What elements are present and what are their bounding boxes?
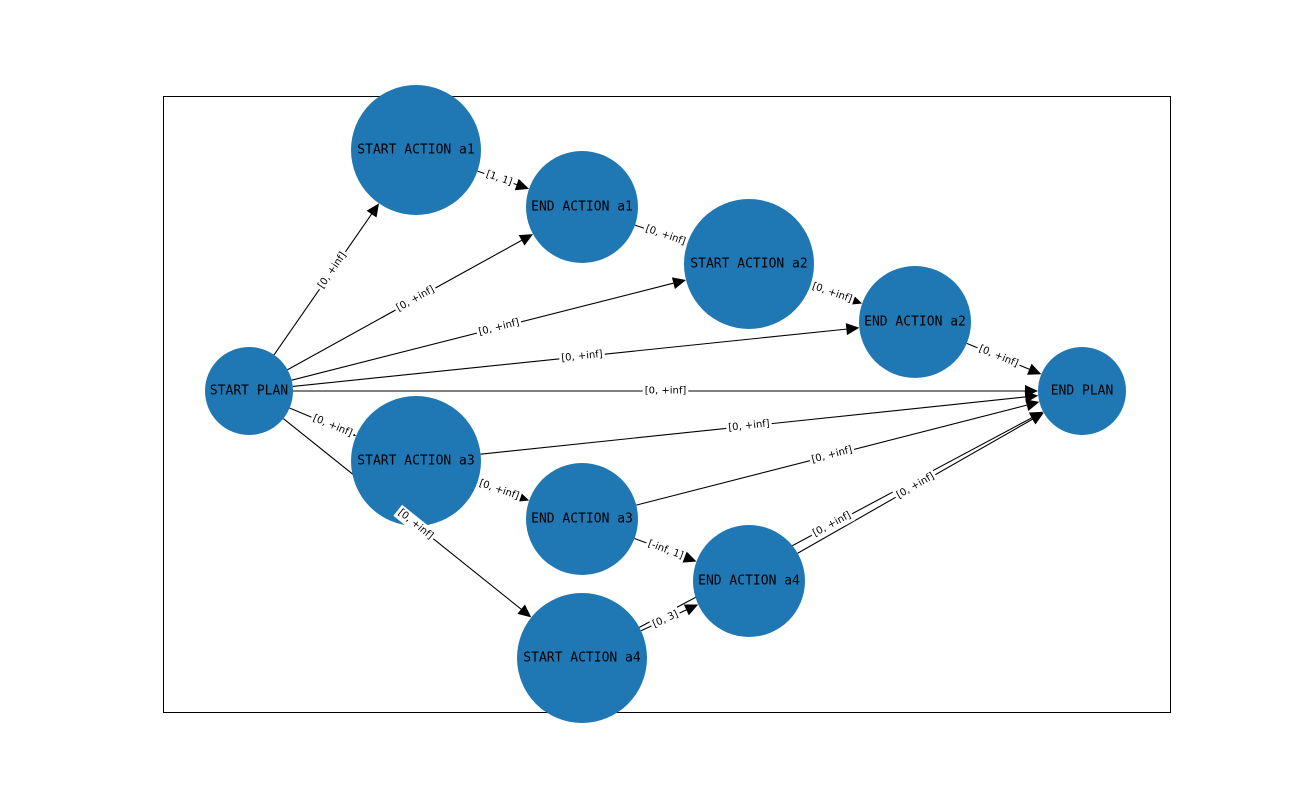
edge-label-text: [0, +inf] [478,317,521,338]
edge-label-bg [558,347,606,366]
node-label: END ACTION a4 [698,574,800,589]
edge-label-bg [392,281,439,317]
arrowhead [683,604,699,616]
edge-label: [-inf, 1] [643,536,688,564]
node-label: END ACTION a3 [531,512,633,527]
arrowhead [1025,399,1040,411]
node-label: END PLAN [1051,384,1114,399]
edge-label: [0, +inf] [642,384,689,398]
edge-label-bg [892,468,939,504]
node-label: START PLAN [210,384,288,399]
node-end_a3: END ACTION a3 [526,463,638,575]
edge-label-text: [0, +inf] [561,349,604,364]
edge-label-bg [393,504,438,545]
node-circle [351,85,481,215]
edge-label: [0, +inf] [475,475,523,505]
node-end_a2: END ACTION a2 [859,266,971,378]
arrowhead [682,551,697,563]
edge-label-bg [642,384,689,398]
node-label: START ACTION a2 [690,257,807,272]
edge-label-text: [0, +inf] [728,418,771,433]
arrowhead [1027,363,1042,375]
edge-label-bg [313,247,352,294]
node-start_a1: START ACTION a1 [351,85,481,215]
edge-label-bg [648,606,683,633]
node-label: START ACTION a3 [357,454,474,469]
edge-label-bg [725,416,773,436]
arrowhead [517,604,532,618]
edge-label-bg [808,507,856,542]
node-start_plan: START PLAN [205,347,293,435]
arrowhead [671,277,687,290]
arrowhead [366,203,379,218]
node-circle [693,525,805,637]
edge-label: [0, +inf] [558,347,606,366]
node-circle [205,347,293,435]
edge-label: [0, 3] [648,606,683,633]
nodes-layer: START PLAN START ACTION a1 END ACTION a1 ST… [205,85,1126,723]
edge-label: [1, 1] [482,166,516,191]
node-circle [684,199,814,329]
node-start_a2: START ACTION a2 [684,199,814,329]
node-end_plan: END PLAN [1038,347,1126,435]
node-circle [1038,347,1126,435]
node-circle [351,396,481,526]
edge-label: [0, +inf] [892,468,939,504]
edge-label-text: [0, +inf] [395,284,437,314]
node-circle [859,266,971,378]
edge-label-text: [-inf, 1] [646,538,684,561]
arrowhead [845,323,860,336]
edge-label-bg [643,536,688,564]
edge-label-text: [0, +inf] [645,386,687,397]
node-label: END ACTION a1 [531,200,633,215]
edge-label: [0, +inf] [725,416,773,436]
edge-label-bg [808,442,856,468]
edge-label-bg [475,315,523,340]
edge-label-text: [0, +inf] [644,224,687,248]
arrowhead [514,178,530,191]
edge-label: [0, +inf] [308,410,357,442]
edge-label-text: [0, +inf] [811,444,854,465]
node-circle [526,463,638,575]
edge-label-bg [808,278,856,308]
node-label: END ACTION a2 [864,315,966,330]
arrowhead [518,234,533,246]
node-start_a4: START ACTION a4 [517,593,647,723]
edge-label-text: [0, +inf] [478,478,521,502]
plot-frame [163,96,1171,713]
edge-label: [0, +inf] [641,221,690,250]
edge-label-bg [482,166,516,191]
edge-label: [0, +inf] [392,281,439,317]
edge-label-bg [475,475,523,505]
edge-label-text: [0, +inf] [316,250,349,290]
edge-label-text: [0, +inf] [895,471,937,501]
edge-label: [0, +inf] [475,315,523,340]
node-circle [517,593,647,723]
edge-label: [0, +inf] [808,442,856,468]
node-end_a1: END ACTION a1 [526,151,638,263]
edge-label-bg [974,341,1023,372]
node-label: START ACTION a1 [357,143,474,158]
edge-label-bg [308,410,357,442]
node-circle [526,151,638,263]
edge-label-text: [0, +inf] [811,281,854,305]
edge-label: [0, +inf] [808,278,856,308]
arrowhead [1028,411,1044,424]
node-start_a3: START ACTION a3 [351,396,481,526]
node-label: START ACTION a4 [523,651,641,666]
edge-label: [0, +inf] [313,247,352,294]
edge-label: [0, +inf] [974,341,1023,372]
edge-label-bg [641,221,690,250]
node-end_a4: END ACTION a4 [693,525,805,637]
